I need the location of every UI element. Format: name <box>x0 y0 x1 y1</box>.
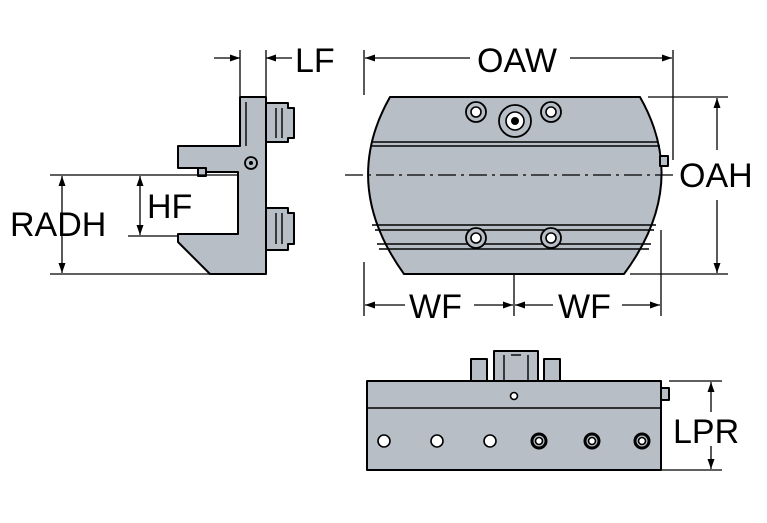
label-wf-right: WF <box>558 288 611 326</box>
top-view-hole <box>430 434 444 448</box>
top-view <box>366 350 722 471</box>
label-wf-left: WF <box>409 288 462 326</box>
label-hf: HF <box>147 188 192 226</box>
front-view <box>345 50 728 316</box>
side-view <box>50 50 295 275</box>
top-view-hole <box>377 434 391 448</box>
label-oaw: OAW <box>477 42 557 80</box>
side-view-top-clamp <box>265 102 295 143</box>
top-view-hole <box>483 434 497 448</box>
label-oah: OAH <box>679 157 753 195</box>
top-view-block <box>543 358 561 382</box>
label-radh: RADH <box>10 206 106 244</box>
label-lpr: LPR <box>673 413 739 451</box>
side-view-body <box>177 96 267 275</box>
dimension-labels: LF OAW OAH RADH HF WF WF LPR <box>10 42 753 451</box>
side-view-bottom-clamp <box>265 207 295 251</box>
label-lf: LF <box>295 42 335 80</box>
top-view-block <box>470 358 488 382</box>
